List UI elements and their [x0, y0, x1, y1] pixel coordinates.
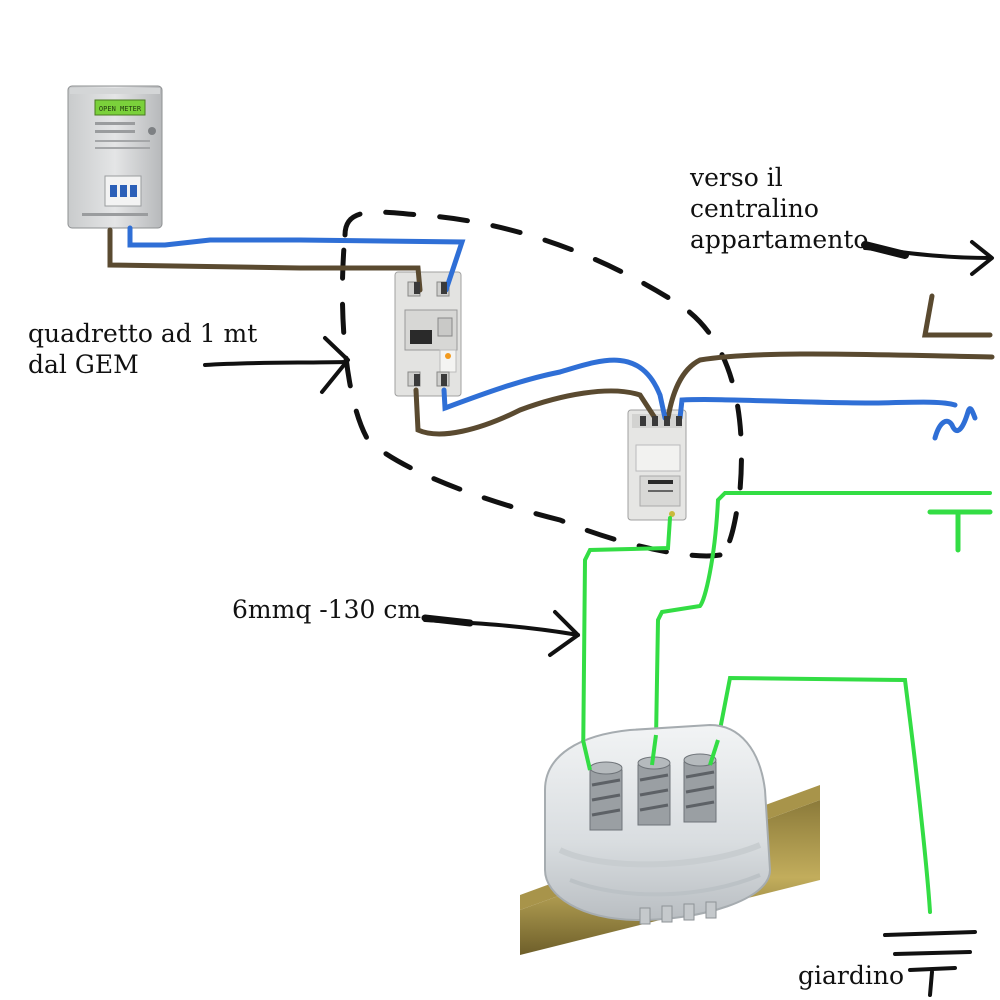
label-cable-note: 6mmq -130 cm — [232, 595, 422, 624]
earth-wire-block-to-garden — [716, 675, 932, 914]
arrow-to-earth-wire — [421, 610, 580, 657]
surge-protector — [627, 409, 687, 521]
differential-breaker — [394, 271, 462, 397]
neutral-wire-meter-to-breaker — [127, 225, 466, 293]
meter-display-text: OPEN METER — [99, 105, 142, 113]
phase-wire-meter-to-breaker — [107, 227, 423, 293]
meter-display — [94, 99, 146, 116]
phase-wire-out — [665, 351, 995, 421]
arrow-to-panel — [203, 336, 350, 394]
earth-wire-apartment-to-block — [654, 491, 992, 742]
label-apartment-line-2: centralino — [690, 194, 819, 223]
earth-junction-block — [544, 723, 772, 925]
neutral-wire-out — [677, 397, 958, 421]
phase-neutral-mark — [932, 406, 978, 441]
label-panel-line-1: quadretto ad 1 mt — [28, 319, 258, 348]
terminal-dots — [414, 282, 682, 426]
neutral-wire-breaker-to-module — [441, 357, 668, 421]
label-garden: giardino — [798, 961, 905, 990]
energy-meter: OPEN METER — [67, 85, 163, 229]
ground-symbol — [883, 930, 977, 997]
earth-wire-module-to-block — [581, 516, 672, 772]
phase-earth-mark — [927, 509, 993, 553]
label-apartment-line-1: verso il — [690, 163, 783, 192]
label-panel: quadretto ad 1 mt dal GEM — [28, 318, 257, 380]
phase-wire-breaker-to-module — [413, 387, 658, 437]
label-apartment-line-3: appartamento — [690, 225, 869, 254]
label-panel-line-2: dal GEM — [28, 350, 139, 379]
phase-line-mark — [922, 293, 993, 338]
label-apartment: verso il centralino appartamento — [690, 162, 868, 255]
arrow-to-apartment — [861, 240, 994, 276]
